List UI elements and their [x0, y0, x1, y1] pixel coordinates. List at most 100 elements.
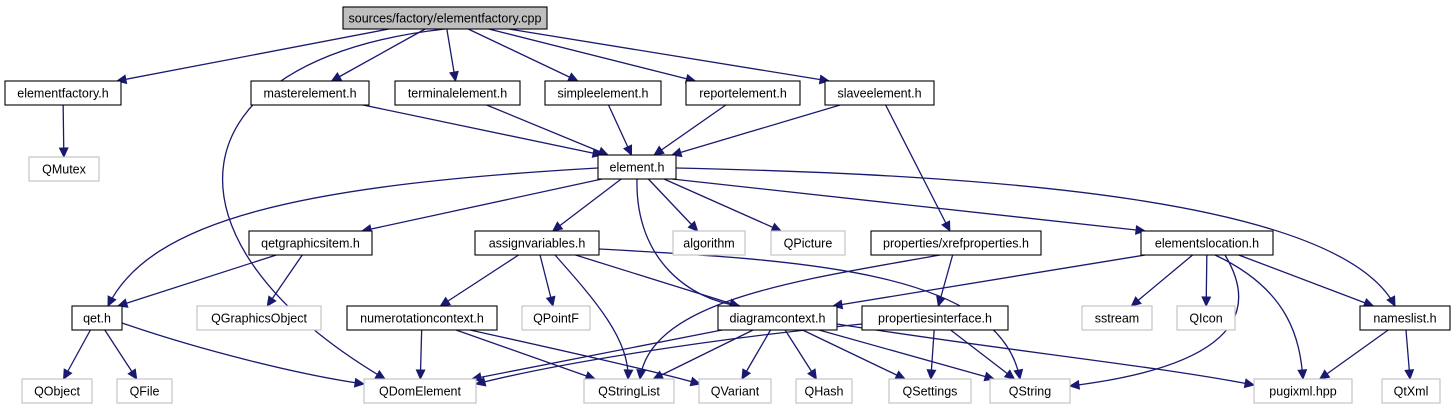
node-label-qet_h: qet.h [83, 312, 111, 326]
node-diagramcontext_h[interactable]: diagramcontext.h [717, 305, 838, 331]
edge-arrowhead-nameslist_h-to-pugixml_hpp [1318, 369, 1331, 380]
edge-arrowhead-elementslocation_h-to-pugixml_hpp [1297, 369, 1308, 381]
node-numerotationcontext_h[interactable]: numerotationcontext.h [346, 305, 498, 331]
edge-arrowhead-propertiesinterface_h-to-QDomElement [474, 376, 487, 387]
edge-arrowhead-assignvariables_h-to-numerotationcontext_h [439, 296, 452, 307]
edge-arrowhead-diagramcontext_h-to-QHash [807, 368, 817, 380]
edge-arrowhead-root-to-simpleelement_h [567, 72, 579, 82]
node-label-elementslocation_h: elementslocation.h [1155, 237, 1259, 251]
node-qet_h[interactable]: qet.h [71, 305, 123, 331]
edge-element_h-to-assignvariables_h [552, 178, 622, 232]
edge-diagramcontext_h-to-QSettings [802, 329, 906, 380]
node-box-diagramcontext_h [717, 305, 838, 331]
edge-element_h-to-qet_h [107, 167, 599, 307]
node-box-qet_h [71, 305, 123, 331]
edge-arrowhead-assignvariables_h-to-QStringList [623, 369, 634, 381]
node-box-xrefproperties_h [870, 230, 1042, 256]
node-qetgraphicsitem_h[interactable]: qetgraphicsitem.h [248, 230, 373, 256]
node-box-numerotationcontext_h [346, 305, 498, 331]
node-nameslist_h[interactable]: nameslist.h [1359, 305, 1451, 331]
node-label-QHash: QHash [805, 385, 844, 399]
edge-arrowhead-qetgraphicsitem_h-to-qet_h [116, 298, 129, 308]
edge-arrowhead-qet_h-to-QDomElement [353, 377, 366, 388]
node-label-reportelement_h: reportelement.h [699, 87, 787, 101]
edge-root-to-masterelement_h [331, 28, 426, 82]
node-propertiesinterface_h[interactable]: propertiesinterface.h [861, 305, 1009, 331]
node-box-QString [989, 378, 1071, 404]
node-QSettings: QSettings [888, 378, 972, 404]
edge-propertiesinterface_h-to-QDomElement [475, 323, 863, 385]
node-simpleelement_h[interactable]: simpleelement.h [544, 80, 662, 106]
node-label-assignvariables_h: assignvariables.h [489, 237, 586, 251]
edge-diagramcontext_h-to-QStringList [653, 329, 754, 380]
node-slaveelement_h[interactable]: slaveelement.h [824, 80, 935, 106]
edge-element_h-to-QPicture [663, 178, 782, 232]
edge-arrowhead-slaveelement_h-to-element_h [670, 147, 683, 158]
edge-arrowhead-numerotationcontext_h-to-QVariant [689, 376, 702, 387]
node-label-QGraphicsObject: QGraphicsObject [211, 312, 307, 326]
edge-qet_h-to-QFile [104, 329, 138, 380]
node-box-QGraphicsObject [196, 305, 322, 331]
edge-qetgraphicsitem_h-to-QGraphicsObject [266, 254, 303, 307]
node-box-QMutex [28, 156, 100, 182]
node-QGraphicsObject: QGraphicsObject [196, 305, 322, 331]
edge-arrowhead-assignvariables_h-to-QString [1013, 368, 1024, 381]
edge-root-to-simpleelement_h [467, 28, 578, 82]
edge-arrowhead-element_h-to-elementslocation_h [1135, 225, 1147, 235]
node-box-element_h [597, 154, 677, 180]
node-box-QObject [21, 378, 93, 404]
node-box-QPicture [770, 230, 846, 256]
node-box-QDomElement [363, 378, 477, 404]
edge-arrowhead-elementslocation_h-to-QString [1068, 379, 1081, 390]
node-label-diagramcontext_h: diagramcontext.h [730, 312, 826, 326]
edges-layer [58, 28, 1415, 390]
node-label-masterelement_h: masterelement.h [263, 87, 356, 101]
node-pugixml_hpp: pugixml.hpp [1253, 378, 1353, 404]
node-label-algorithm: algorithm [683, 237, 734, 251]
node-label-QtXml: QtXml [1394, 385, 1429, 399]
node-box-simpleelement_h [544, 80, 662, 106]
node-element_h[interactable]: element.h [597, 154, 677, 180]
node-label-nameslist_h: nameslist.h [1373, 312, 1436, 326]
edge-arrowhead-element_h-to-nameslist_h [1386, 295, 1396, 308]
node-box-QIcon [1176, 305, 1236, 331]
node-box-pugixml_hpp [1253, 378, 1353, 404]
node-elementfactory_h[interactable]: elementfactory.h [4, 80, 122, 106]
edge-root-to-reportelement_h [488, 28, 696, 82]
node-label-root: sources/factory/elementfactory.cpp [349, 12, 542, 26]
node-label-sstream: sstream [1095, 312, 1139, 326]
edge-root-to-slaveelement_h [508, 28, 830, 82]
node-terminalelement_h[interactable]: terminalelement.h [394, 80, 521, 106]
node-elementslocation_h[interactable]: elementslocation.h [1140, 230, 1274, 256]
node-root[interactable]: sources/factory/elementfactory.cpp [342, 6, 548, 30]
node-label-element_h: element.h [610, 161, 665, 175]
node-label-QFile: QFile [130, 385, 160, 399]
edge-arrowhead-root-to-QDomElement [374, 369, 387, 380]
edge-diagramcontext_h-to-QString [818, 329, 995, 380]
node-box-QVariant [698, 378, 772, 404]
node-box-QtXml [1381, 378, 1441, 404]
node-QMutex: QMutex [28, 156, 100, 182]
edge-element_h-to-nameslist_h [675, 167, 1396, 307]
node-masterelement_h[interactable]: masterelement.h [250, 80, 370, 106]
edge-arrowhead-simpleelement_h-to-element_h [622, 144, 633, 157]
node-sstream: sstream [1081, 305, 1153, 331]
edge-arrowhead-element_h-to-QPicture [770, 222, 783, 232]
node-label-QPointF: QPointF [533, 312, 579, 326]
node-box-qetgraphicsitem_h [248, 230, 373, 256]
node-reportelement_h[interactable]: reportelement.h [685, 80, 801, 106]
edge-arrowhead-diagramcontext_h-to-QSettings [894, 370, 906, 380]
node-label-xrefproperties_h: properties/xrefproperties.h [883, 237, 1029, 251]
node-xrefproperties_h[interactable]: properties/xrefproperties.h [870, 230, 1042, 256]
edge-elementslocation_h-to-diagramcontext_h [832, 254, 1146, 307]
edge-arrowhead-slaveelement_h-to-xrefproperties_h [941, 220, 951, 233]
edge-arrowhead-diagramcontext_h-to-QVariant [741, 368, 752, 381]
node-label-QSettings: QSettings [903, 385, 958, 399]
edge-masterelement_h-to-element_h [362, 104, 603, 156]
node-label-simpleelement_h: simpleelement.h [557, 87, 648, 101]
node-assignvariables_h[interactable]: assignvariables.h [474, 230, 600, 256]
edge-element_h-to-diagramcontext_h [636, 178, 741, 307]
edge-diagramcontext_h-to-QDomElement [471, 329, 723, 380]
node-QtXml: QtXml [1381, 378, 1441, 404]
node-box-root [342, 6, 548, 30]
